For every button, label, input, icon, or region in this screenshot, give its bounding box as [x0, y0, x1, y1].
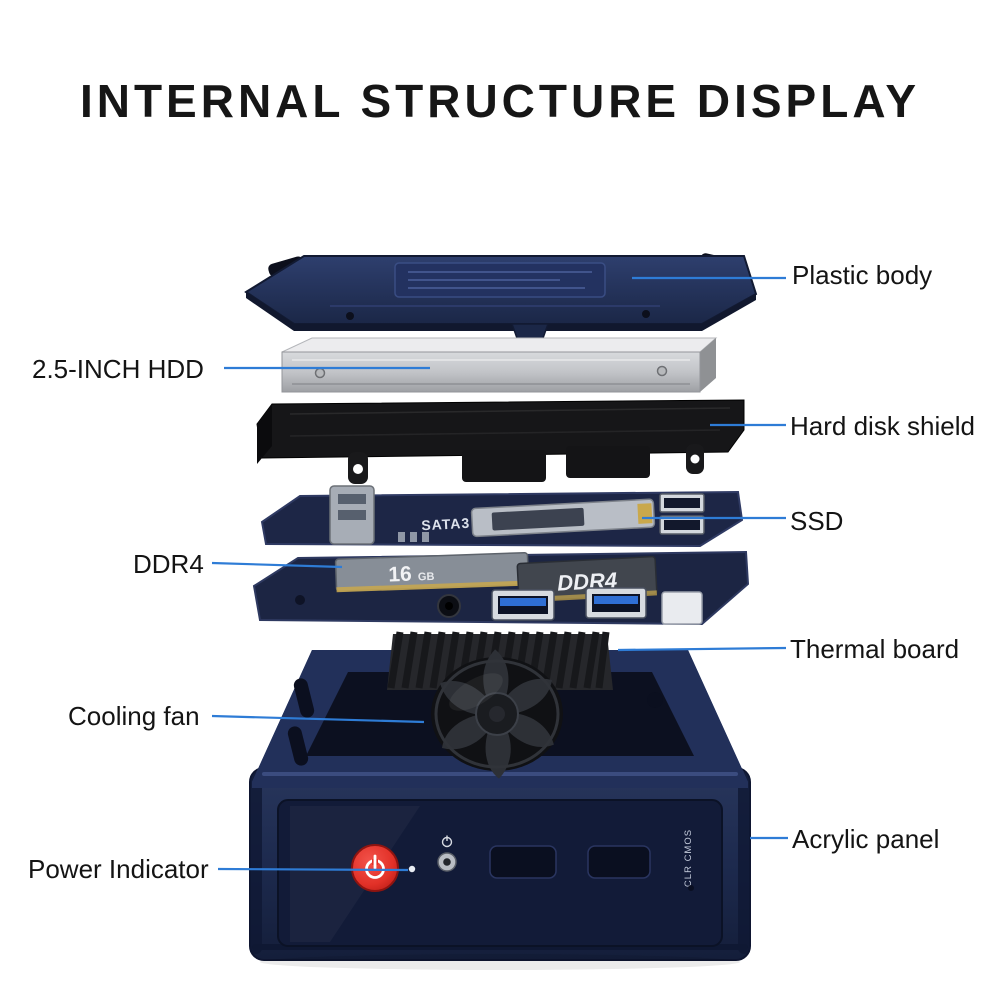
- front-port-1: [489, 845, 557, 879]
- callout-label-hdd: 2.5-INCH HDD: [32, 354, 204, 384]
- callout-line-cooling-fan: [211, 714, 425, 724]
- hdd-illustration: [281, 337, 718, 393]
- power-led: [408, 865, 416, 873]
- callout-label-ddr4: DDR4: [133, 549, 204, 579]
- callout-label-cooling-fan: Cooling fan: [68, 701, 200, 731]
- cmos-pinhole: [688, 885, 694, 891]
- ram-module-16gb: 16 GB: [334, 551, 530, 593]
- usb-port-blue-2: [585, 587, 647, 619]
- callout-label-plastic-body: Plastic body: [792, 260, 933, 290]
- plastic-body-illustration: [244, 253, 758, 342]
- ram-unit-label: GB: [418, 571, 435, 584]
- usb-port-blue-1: [491, 589, 555, 621]
- callout-label-thermal-board: Thermal board: [790, 634, 960, 664]
- ddr4-board-illustration: 16 GB DDR4: [252, 550, 750, 626]
- callout-line-thermal-board: [617, 646, 787, 652]
- cooling-fan-illustration: [431, 649, 563, 779]
- callout-lines: [211, 276, 788, 872]
- ram-capacity-label: 16: [388, 563, 412, 587]
- ssd-module: [470, 498, 656, 538]
- callout-label-ssd: SSD: [790, 506, 844, 536]
- motherboard-ssd-illustration: SATA3: [260, 485, 744, 548]
- sata3-label: SATA3: [421, 515, 471, 534]
- hard-disk-shield-illustration: [256, 399, 745, 484]
- callout-label-hard-disk-shield: Hard disk shield: [790, 411, 975, 441]
- front-panel-components: CLR CMOS: [351, 829, 694, 892]
- clr-cmos-label: CLR CMOS: [683, 829, 694, 887]
- callout-label-acrylic-panel: Acrylic panel: [792, 824, 940, 854]
- callout-line-power-indicator: [217, 867, 409, 872]
- page-title: INTERNAL STRUCTURE DISPLAY: [79, 75, 921, 127]
- front-port-2: [587, 845, 651, 879]
- callout-line-ddr4: [211, 561, 343, 569]
- callout-label-power-indicator: Power Indicator: [28, 854, 209, 884]
